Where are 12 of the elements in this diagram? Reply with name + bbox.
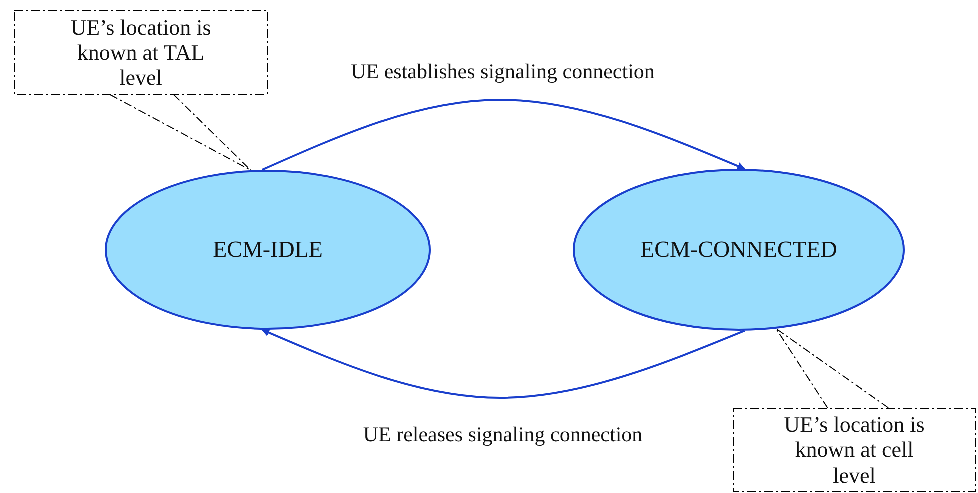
callout-pointer xyxy=(776,328,890,408)
state-ellipse xyxy=(105,170,431,330)
callout-box xyxy=(14,10,268,95)
transition-arrow xyxy=(262,329,746,399)
transition-arrow xyxy=(262,99,746,171)
callout-pointer xyxy=(110,94,252,171)
node-label: UE’s location is known at TAL level xyxy=(70,14,212,90)
callout-box xyxy=(733,408,976,492)
state-ellipse xyxy=(573,169,905,331)
node-label: ECM-IDLE xyxy=(212,236,324,264)
node-label: UE’s location is known at cell level xyxy=(783,412,926,488)
node-label: ECM-CONNECTED xyxy=(640,236,838,264)
